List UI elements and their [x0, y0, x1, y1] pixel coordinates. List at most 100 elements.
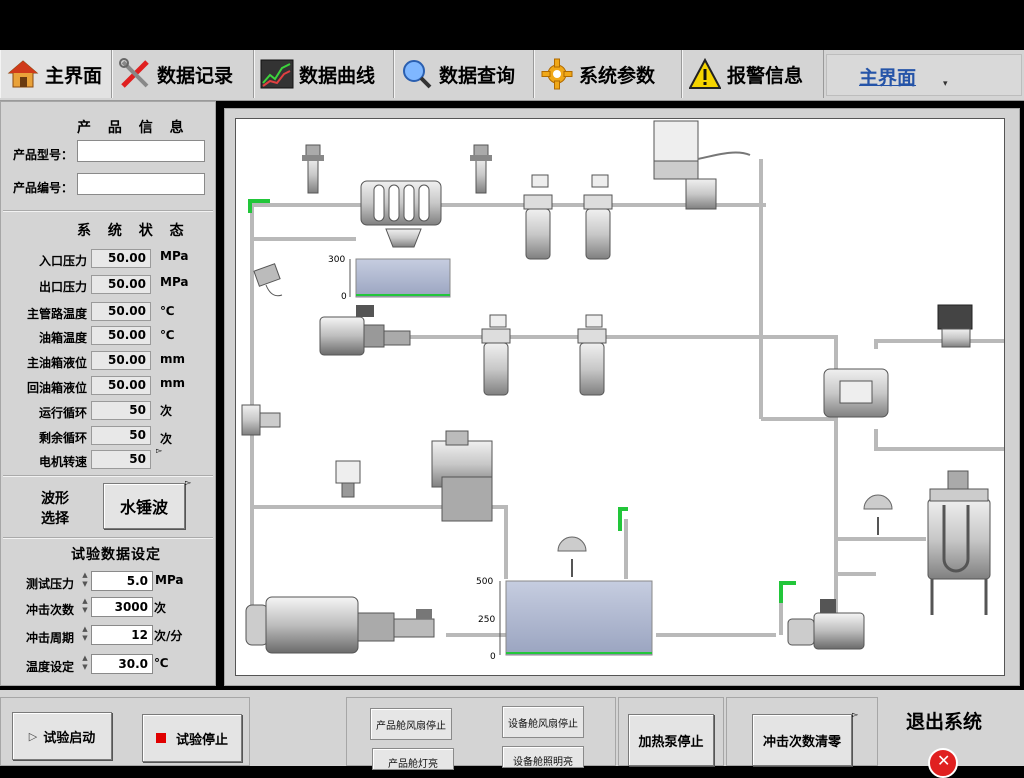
status-label: 主管路温度: [26, 307, 87, 321]
product-fan-button[interactable]: 产品舱风扇停止: [370, 708, 452, 740]
page-selector-value: 主界面: [859, 67, 917, 89]
status-value-run-cycles: 50: [91, 401, 151, 420]
tab-main-label: 主界面: [45, 64, 103, 87]
heater-tank: [927, 470, 991, 615]
product-model-input[interactable]: [77, 140, 205, 162]
status-label: 运行循环: [38, 406, 87, 420]
test-setting-title: 试验数据设定: [71, 547, 161, 563]
main-pump-motor: [245, 596, 435, 654]
setting-unit: 次: [154, 601, 167, 615]
product-serial-input[interactable]: [77, 173, 205, 195]
status-label: 油箱温度: [38, 331, 87, 345]
tab-alarm-info-label: 报警信息: [727, 64, 804, 87]
chevron-down-icon: ▾: [943, 79, 948, 89]
upper-tank: 300 0: [328, 255, 451, 302]
tab-data-record-label: 数据记录: [157, 64, 234, 87]
setting-label: 冲击次数: [26, 603, 75, 617]
tab-data-curve-label: 数据曲线: [299, 64, 376, 87]
temperature-gauge: [863, 494, 893, 535]
filter: [481, 314, 511, 396]
setting-label: 温度设定: [26, 660, 75, 674]
stepper-arrows-icon[interactable]: ▲▼: [82, 625, 88, 642]
main-tank-tick: 500: [476, 577, 493, 587]
status-value-main-tank-level: 50.00: [91, 351, 151, 370]
status-value-tank-temp: 50.00: [91, 326, 151, 345]
status-label: 剩余循环: [38, 431, 87, 445]
tab-data-query[interactable]: 数据查询: [394, 50, 534, 98]
tab-system-params[interactable]: 系统参数: [534, 50, 682, 98]
status-label: 入口压力: [38, 254, 87, 268]
product-info-title: 产 品 信 息: [77, 120, 190, 136]
pressure-sensor: [470, 144, 492, 194]
solenoid-valve: [937, 304, 973, 348]
status-unit: 次: [160, 404, 173, 418]
filter: [583, 174, 613, 260]
setting-unit: 次/分: [154, 629, 183, 643]
tab-main[interactable]: 主界面: [0, 50, 112, 98]
status-unit: mm: [160, 376, 186, 390]
tab-data-record[interactable]: 数据记录: [112, 50, 254, 98]
tab-system-params-label: 系统参数: [579, 64, 656, 87]
status-unit: 次: [160, 432, 173, 446]
pipes: [250, 159, 1004, 637]
heat-pump-button[interactable]: 加热泵停止: [628, 714, 714, 766]
status-label: 主油箱液位: [26, 356, 87, 370]
waveform-label-2: 选择: [41, 511, 69, 527]
circulation-pump: [787, 599, 865, 650]
heat-exchanger: [823, 368, 889, 418]
impact-period-input[interactable]: 12: [91, 625, 153, 645]
test-pressure-input[interactable]: 5.0: [91, 571, 153, 591]
temperature-setting-input[interactable]: 30.0: [91, 654, 153, 674]
stop-icon: [155, 733, 166, 743]
setting-unit: ℃: [154, 656, 169, 670]
impact-count-input[interactable]: 3000: [91, 597, 153, 617]
divider: [3, 537, 213, 539]
temperature-gauge: [557, 536, 587, 577]
test-stop-button[interactable]: 试验停止: [142, 714, 242, 762]
setting-unit: MPa: [155, 573, 184, 587]
hydraulic-schematic: 300 0: [241, 120, 1004, 662]
product-light-button[interactable]: 产品舱灯亮: [372, 748, 454, 770]
main-tank: 500 250 0: [476, 577, 653, 662]
status-value-remaining-cycles: 50: [91, 426, 151, 445]
test-start-button[interactable]: ▷ 试验启动: [12, 712, 112, 760]
divider: [3, 210, 213, 212]
setting-label: 冲击周期: [26, 631, 75, 645]
system-status-title: 系 统 状 态: [77, 223, 190, 239]
upper-tank-tick: 0: [341, 292, 347, 302]
accumulator-block: [360, 180, 442, 248]
status-value-motor-speed: 50: [91, 450, 151, 469]
waveform-select-button[interactable]: 水锤波: [103, 483, 185, 529]
main-tank-tick: 0: [490, 652, 496, 662]
hydraulic-diagram: 300 0: [235, 118, 1005, 676]
status-value-pipe-temp: 50.00: [91, 302, 151, 321]
chart-icon: [259, 56, 295, 92]
clear-impact-count-button[interactable]: 冲击次数清零: [752, 714, 852, 766]
product-serial-label: 产品编号：: [13, 181, 74, 195]
tab-alarm-info[interactable]: 报警信息: [682, 50, 824, 98]
stepper-arrows-icon[interactable]: ▲▼: [82, 654, 88, 671]
tab-data-curve[interactable]: 数据曲线: [254, 50, 394, 98]
display-sensor: [335, 460, 361, 498]
device-light-button[interactable]: 设备舱照明亮: [502, 746, 584, 768]
pump-motor: [319, 305, 411, 356]
status-label: 出口压力: [38, 280, 87, 294]
exit-system-button[interactable]: ✕: [928, 748, 958, 778]
sensor-block: [241, 404, 281, 436]
active-pipe-segments: [248, 199, 796, 603]
status-unit: MPa: [160, 249, 189, 263]
stepper-arrows-icon[interactable]: ▲▼: [82, 597, 88, 614]
page-selector-dropdown[interactable]: 主界面 ▾: [826, 54, 1022, 96]
exit-system-label: 退出系统: [906, 711, 983, 733]
status-value-outlet-pressure: 50.00: [91, 275, 151, 294]
test-start-label: 试验启动: [43, 730, 96, 746]
device-fan-button[interactable]: 设备舱风扇停止: [502, 706, 584, 738]
tab-data-query-label: 数据查询: [439, 64, 516, 87]
play-icon: ▷: [28, 729, 38, 743]
status-label: 电机转速: [38, 455, 87, 469]
home-icon: [5, 56, 41, 92]
waveform-label: 波形: [41, 491, 69, 507]
warning-icon: [687, 56, 723, 92]
status-unit: ℃: [160, 328, 175, 342]
stepper-arrows-icon[interactable]: ▲▼: [82, 571, 88, 588]
